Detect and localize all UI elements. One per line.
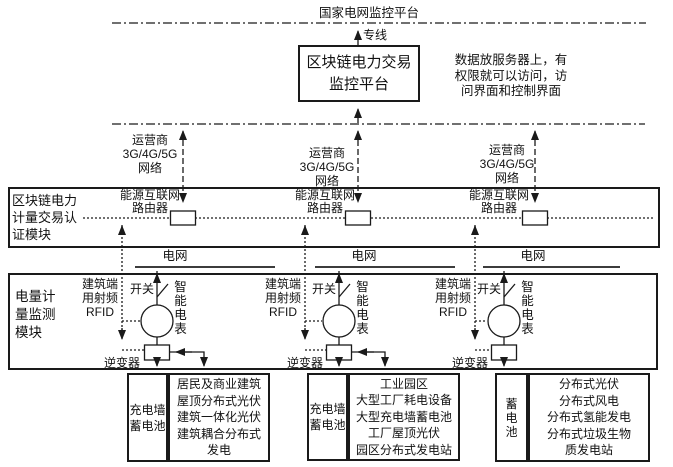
server-note: 数据放服务器上，有 权限就可以访问，访 问界面和控制界面 bbox=[454, 53, 568, 98]
national-platform-label: 国家电网监控平台 bbox=[318, 6, 419, 20]
rfid-label-col3: 建筑端 用射频 RFID bbox=[434, 277, 471, 319]
switch-label-col2: 开关 bbox=[312, 282, 337, 296]
grid-label-col1: 电网 bbox=[162, 249, 188, 263]
load-box-col2: 工业园区 大型工厂耗电设备 大型充电墙蓄电池 工厂屋顶光伏 园区分布式发电站 bbox=[348, 373, 460, 461]
rfid-label-col1: 建筑端 用射频 RFID bbox=[81, 277, 118, 319]
switch-label-col3: 开关 bbox=[477, 282, 502, 296]
rfid-line-col2 bbox=[301, 225, 326, 351]
operator-network-label-col1: 运营商 3G/4G/5G 网络 bbox=[122, 133, 178, 175]
energy-router-box-col2 bbox=[344, 210, 372, 226]
switch-label-col1: 开关 bbox=[130, 282, 155, 296]
smart-meter-label-col3: 智能电表 bbox=[521, 280, 534, 336]
metering-module-label: 电量计 量监测 模块 bbox=[15, 289, 56, 340]
switch-blade-col1 bbox=[156, 283, 169, 298]
energy-router-box-col3 bbox=[521, 210, 549, 226]
rfid-line-col3 bbox=[471, 225, 491, 351]
storage-box-col1: 充电墙 蓄电池 bbox=[127, 373, 168, 462]
power-chain-col1 bbox=[140, 271, 208, 367]
energy-router-label-col1: 能源互联网 路由器 bbox=[119, 188, 180, 215]
operator-network-label-col3: 运营商 3G/4G/5G 网络 bbox=[479, 143, 535, 185]
energy-router-label-col2: 能源互联网 路由器 bbox=[294, 188, 355, 215]
rfid-line-col1 bbox=[118, 225, 144, 351]
load-box-col3: 分布式光伏 分布式风电 分布式氢能发电 分布式垃圾生物 质发电站 bbox=[528, 373, 650, 462]
load-box-col1: 居民及商业建筑 屋顶分布式光伏 建筑一体化光伏 建筑耦合分布式 发电 bbox=[168, 373, 270, 462]
auth-module-box bbox=[8, 187, 660, 248]
power-chain-col3 bbox=[487, 271, 521, 367]
inverter-label-col2: 逆变器 bbox=[287, 356, 324, 370]
grid-label-col3: 电网 bbox=[520, 249, 546, 263]
energy-router-label-col3: 能源互联网 路由器 bbox=[468, 188, 529, 215]
energy-router-box-col1 bbox=[169, 210, 197, 226]
metering-module-box bbox=[8, 273, 658, 370]
storage-box-col3-label: 蓄电池 bbox=[505, 396, 518, 439]
storage-box-col2: 充电墙 蓄电池 bbox=[307, 373, 348, 461]
dedicated-line-label: 专线 bbox=[363, 28, 388, 42]
power-chain-col2 bbox=[322, 271, 389, 367]
inverter-label-col3: 逆变器 bbox=[452, 356, 489, 370]
platform-box: 区块链电力交易 监控平台 bbox=[298, 45, 420, 102]
rfid-label-col2: 建筑端 用射频 RFID bbox=[264, 277, 301, 319]
switch-blade-col2 bbox=[338, 283, 351, 298]
auth-module-label: 区块链电力 计量交易认 证模块 bbox=[12, 193, 78, 242]
smart-meter-label-col2: 智能电表 bbox=[356, 280, 369, 336]
storage-box-col3: 蓄电池 bbox=[495, 373, 528, 462]
switch-blade-col3 bbox=[503, 283, 516, 298]
smart-meter-label-col1: 智能电表 bbox=[174, 280, 187, 336]
operator-network-label-col2: 运营商 3G/4G/5G 网络 bbox=[299, 146, 355, 188]
inverter-label-col1: 逆变器 bbox=[104, 356, 141, 370]
grid-label-col2: 电网 bbox=[351, 249, 377, 263]
